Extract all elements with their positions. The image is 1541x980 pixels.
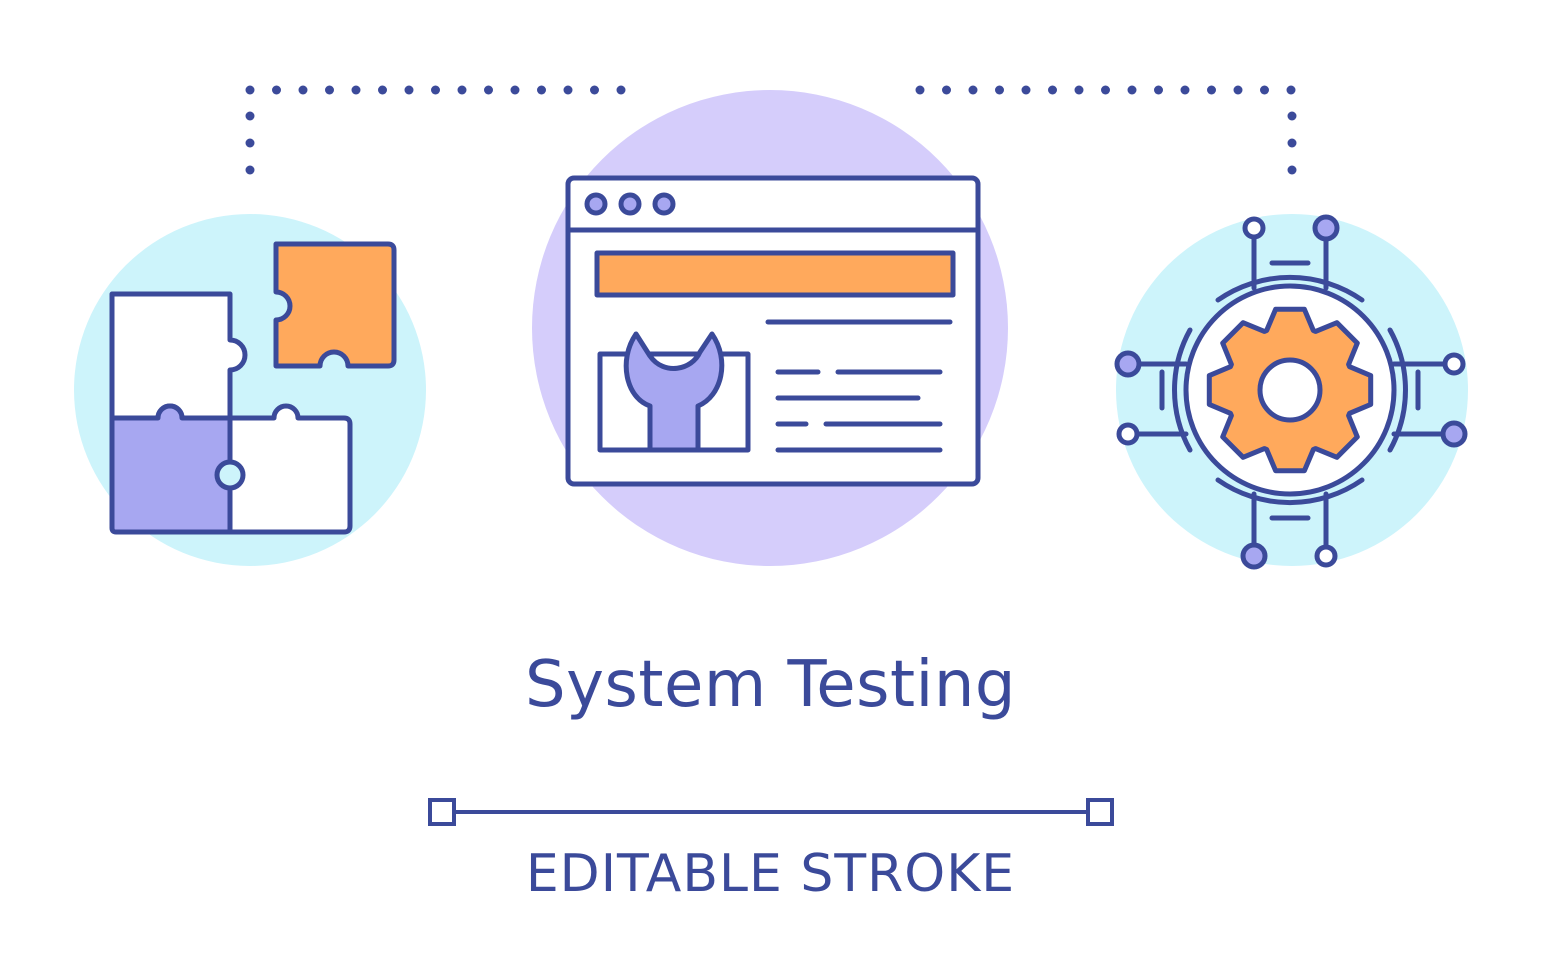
- connector-dot: [590, 85, 599, 95]
- dotted-connector-right: [915, 85, 1297, 175]
- connector-dot: [484, 85, 493, 95]
- connector-dot: [431, 85, 440, 95]
- dotted-connector-left: [245, 85, 626, 175]
- connector-dot: [1287, 165, 1297, 175]
- connector-dot: [1180, 85, 1190, 95]
- connector-dot: [245, 138, 255, 148]
- connector-dot: [1101, 85, 1110, 95]
- connector-dot: [1260, 85, 1269, 95]
- connector-dot: [915, 85, 925, 95]
- connector-dot: [245, 85, 255, 95]
- stroke-handle-left: [428, 798, 456, 826]
- connector-dot: [1154, 85, 1163, 95]
- connector-dot: [1207, 85, 1216, 95]
- connector-dot: [1021, 85, 1031, 95]
- connector-dot: [457, 85, 467, 95]
- connector-dot: [995, 85, 1004, 95]
- connector-dot: [942, 85, 951, 95]
- browser-wrench-icon: [565, 175, 981, 487]
- editable-stroke-line: [428, 798, 1114, 826]
- stroke-handle-right: [1086, 798, 1114, 826]
- gear-circuit-icon: [1114, 214, 1468, 570]
- connector-dot: [1074, 85, 1084, 95]
- connector-dot: [1127, 85, 1137, 95]
- connector-dot: [968, 85, 978, 95]
- puzzle-icon: [109, 241, 397, 535]
- connector-dot: [1287, 111, 1297, 121]
- connector-dot: [245, 111, 255, 121]
- page-title: System Testing: [525, 648, 1016, 722]
- connector-dot: [351, 85, 361, 95]
- connector-dot: [404, 85, 414, 95]
- connector-dot: [537, 85, 546, 95]
- connector-dot: [245, 165, 255, 175]
- connector-dot: [298, 85, 308, 95]
- connector-dot: [325, 85, 334, 95]
- connector-dot: [272, 85, 281, 95]
- connector-dot: [1287, 138, 1297, 148]
- connector-dot: [1048, 85, 1057, 95]
- connector-dot: [1286, 85, 1296, 95]
- connector-dot: [563, 85, 573, 95]
- connector-dot: [510, 85, 520, 95]
- caption-text: EDITABLE STROKE: [525, 844, 1016, 904]
- connector-dot: [1233, 85, 1243, 95]
- connector-dot: [616, 85, 626, 95]
- connector-dot: [378, 85, 387, 95]
